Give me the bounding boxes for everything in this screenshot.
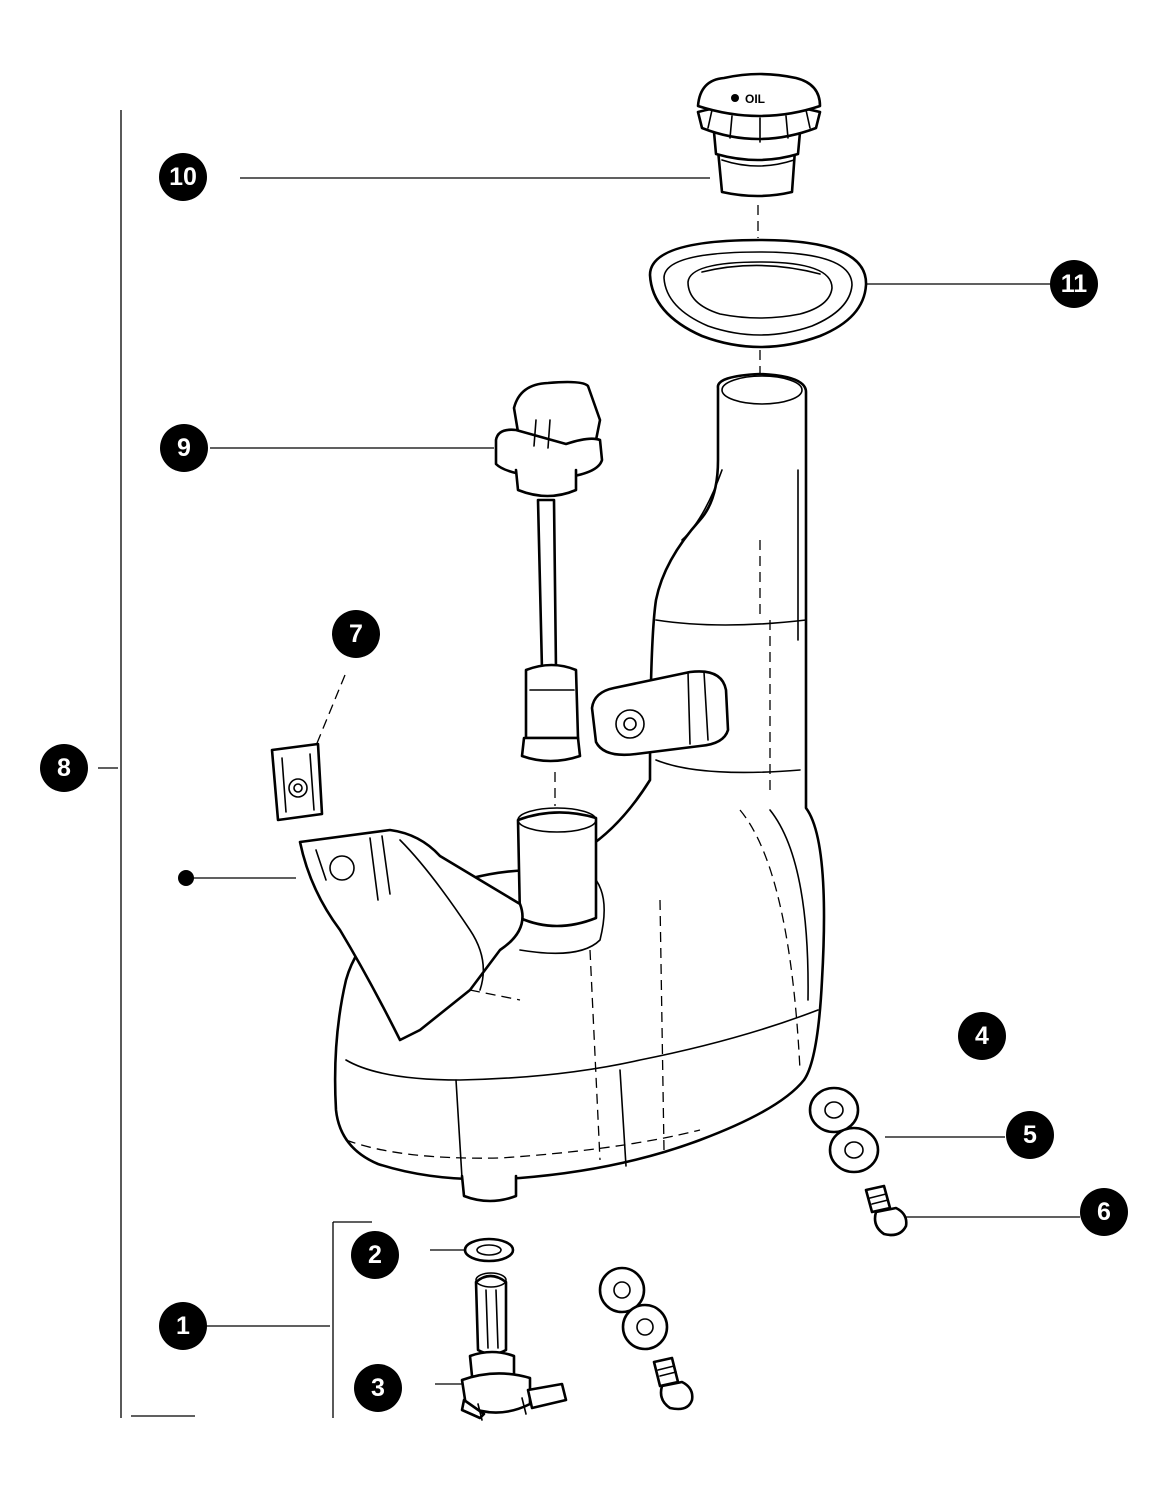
callout-4: 4 (958, 1012, 1006, 1060)
callout-11: 11 (1050, 260, 1098, 308)
svg-text:1: 1 (176, 1312, 190, 1340)
svg-text:9: 9 (177, 434, 191, 462)
callout-dot (178, 870, 194, 886)
callout-5: 5 (1006, 1111, 1054, 1159)
drain-tap (460, 1272, 568, 1421)
oil-filler-cap: OIL (696, 72, 822, 198)
washers-lower (598, 1266, 669, 1351)
callout-6: 6 (1080, 1188, 1128, 1236)
svg-text:8: 8 (57, 754, 71, 782)
svg-text:6: 6 (1097, 1198, 1111, 1226)
callout-7: 7 (332, 610, 380, 658)
grommet-seal (648, 238, 868, 349)
callout-1: 1 (159, 1302, 207, 1350)
callout-2: 2 (351, 1231, 399, 1279)
callout-10: 10 (159, 153, 207, 201)
oil-tank (298, 372, 826, 1203)
svg-text:2: 2 (368, 1241, 382, 1269)
leader-lines (98, 110, 1080, 1418)
svg-text:10: 10 (169, 163, 197, 191)
svg-text:11: 11 (1061, 270, 1088, 298)
svg-text:5: 5 (1023, 1121, 1037, 1149)
callout-9: 9 (160, 424, 208, 472)
dipstick (494, 380, 604, 763)
callout-3: 3 (354, 1364, 402, 1412)
svg-text:7: 7 (349, 620, 363, 648)
callout-8: 8 (40, 744, 88, 792)
cap-marking-text: OIL (745, 92, 765, 106)
svg-text:3: 3 (371, 1374, 385, 1402)
sealing-washer (463, 1237, 515, 1263)
clip-nut (270, 742, 324, 822)
washers-right (808, 1086, 880, 1174)
bolt-lower (652, 1356, 694, 1411)
bolt-right (864, 1184, 908, 1237)
svg-text:4: 4 (975, 1022, 989, 1050)
